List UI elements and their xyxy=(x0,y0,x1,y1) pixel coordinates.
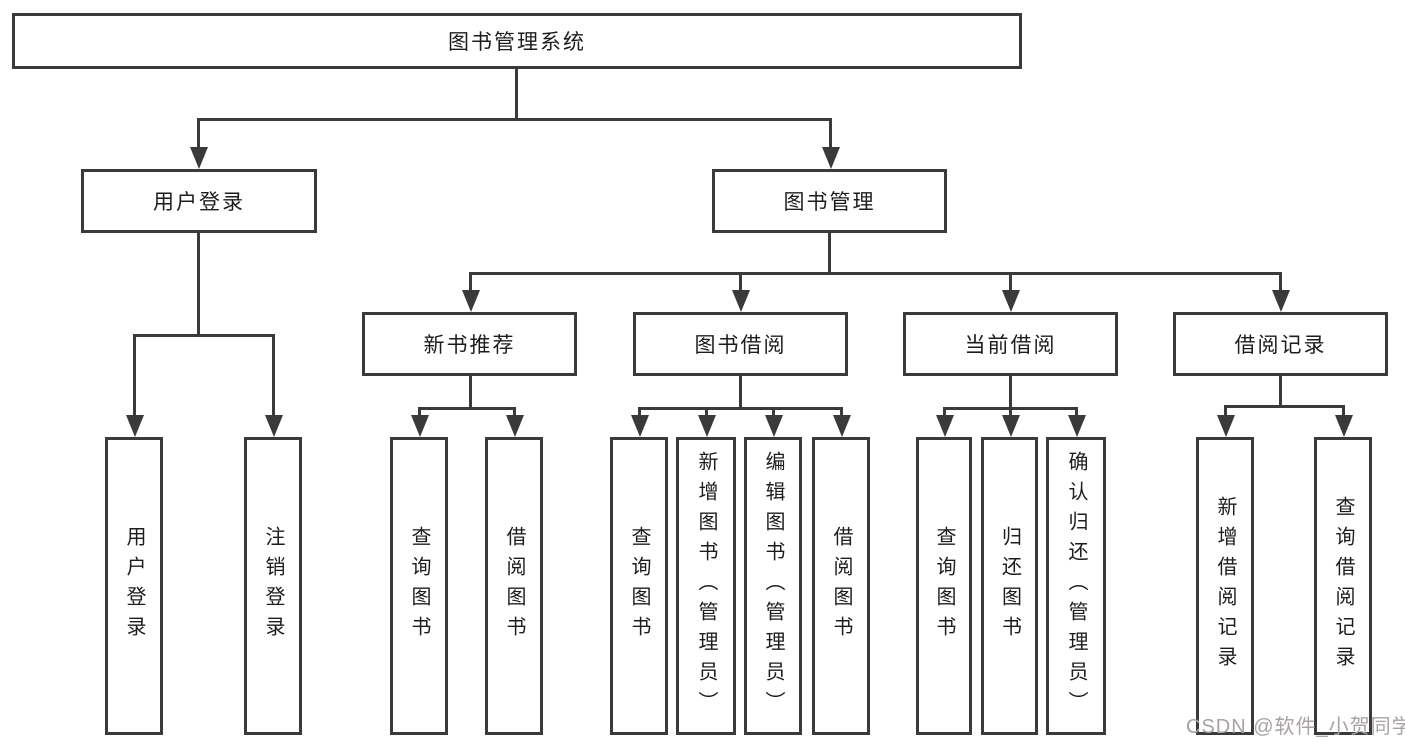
connector-line xyxy=(513,407,516,418)
node-query-books-borrowing: 查询图书 xyxy=(610,437,668,735)
arrow-down-icon xyxy=(1002,290,1020,312)
node-new-book-recommend: 新书推荐 xyxy=(362,312,577,376)
arrow-down-icon xyxy=(833,415,851,437)
node-label: 查询图书 xyxy=(408,526,430,646)
arrow-down-icon xyxy=(1272,290,1290,312)
connector-line xyxy=(469,272,472,293)
node-label: 图书借阅 xyxy=(694,334,787,357)
node-query-books-recommend: 查询图书 xyxy=(390,437,448,735)
connector-line xyxy=(705,407,708,418)
connector-line xyxy=(469,376,472,409)
node-label: 图书管理 xyxy=(783,191,876,214)
arrow-down-icon xyxy=(631,415,649,437)
arrow-down-icon xyxy=(765,415,783,437)
connector-line xyxy=(469,272,1282,275)
arrow-down-icon xyxy=(732,290,750,312)
connector-line xyxy=(515,69,518,120)
connector-line xyxy=(1224,405,1345,408)
node-label: 当前借阅 xyxy=(964,334,1057,357)
node-label: 借阅记录 xyxy=(1234,334,1327,357)
connector-line xyxy=(1009,272,1012,293)
node-root: 图书管理系统 xyxy=(12,13,1022,69)
node-label: 用户登录 xyxy=(153,191,245,214)
node-label: 注销登录 xyxy=(262,526,284,646)
connector-line xyxy=(739,272,742,293)
node-borrow-books-recommend: 借阅图书 xyxy=(485,437,543,735)
node-label: 借阅图书 xyxy=(830,526,852,646)
arrow-down-icon xyxy=(506,415,524,437)
node-label: 借阅图书 xyxy=(503,526,525,646)
node-user-login-action: 用户登录 xyxy=(105,437,163,735)
arrow-down-icon xyxy=(822,147,840,169)
connector-line xyxy=(638,407,641,418)
connector-line xyxy=(1009,407,1012,418)
connector-line xyxy=(1224,405,1227,416)
node-current-borrowing: 当前借阅 xyxy=(903,312,1118,376)
connector-line xyxy=(1075,407,1078,418)
connector-line xyxy=(828,233,831,275)
connector-line xyxy=(1279,272,1282,293)
connector-line xyxy=(638,407,843,410)
node-label: 新书推荐 xyxy=(423,334,516,357)
node-user-login: 用户登录 xyxy=(81,169,317,233)
connector-line xyxy=(133,334,275,337)
node-edit-books-admin: 编辑图书（管理员） xyxy=(744,437,802,735)
connector-line xyxy=(197,118,200,151)
node-label: 确认归还（管理员） xyxy=(1065,451,1087,721)
node-label: 编辑图书（管理员） xyxy=(762,451,784,721)
connector-line xyxy=(197,118,832,121)
connector-line xyxy=(840,407,843,418)
arrow-down-icon xyxy=(126,415,144,437)
connector-line xyxy=(133,334,136,418)
node-book-management: 图书管理 xyxy=(712,169,947,233)
node-label: 查询图书 xyxy=(628,526,650,646)
arrow-down-icon xyxy=(1068,415,1086,437)
node-book-borrowing: 图书借阅 xyxy=(633,312,848,376)
node-borrow-books-borrowing: 借阅图书 xyxy=(812,437,870,735)
node-add-books-admin: 新增图书（管理员） xyxy=(676,437,736,735)
arrow-down-icon xyxy=(1002,415,1020,437)
node-return-books: 归还图书 xyxy=(981,437,1038,735)
connector-line xyxy=(1279,376,1282,407)
arrow-down-icon xyxy=(265,415,283,437)
node-label: 查询借阅记录 xyxy=(1332,496,1354,676)
connector-line xyxy=(1009,376,1012,409)
node-label: 新增借阅记录 xyxy=(1214,496,1236,676)
connector-line xyxy=(418,407,421,418)
node-add-borrow-record: 新增借阅记录 xyxy=(1196,437,1254,735)
node-confirm-return-admin: 确认归还（管理员） xyxy=(1046,437,1106,735)
node-query-books-current: 查询图书 xyxy=(916,437,972,735)
connector-line xyxy=(943,407,946,418)
node-borrowing-records: 借阅记录 xyxy=(1173,312,1388,376)
connector-line xyxy=(829,118,832,151)
connector-line xyxy=(1342,405,1345,416)
node-label: 查询图书 xyxy=(933,526,955,646)
arrow-down-icon xyxy=(190,147,208,169)
csdn-watermark: CSDN @软件_小贺同学 xyxy=(1186,716,1405,738)
node-label: 归还图书 xyxy=(998,526,1021,646)
connector-line xyxy=(272,334,275,418)
node-query-borrow-record: 查询借阅记录 xyxy=(1314,437,1372,735)
node-label: 用户登录 xyxy=(123,526,145,646)
connector-line xyxy=(772,407,775,418)
node-logout-action: 注销登录 xyxy=(244,437,302,735)
arrow-down-icon xyxy=(936,415,954,437)
connector-line xyxy=(197,233,200,337)
connector-line xyxy=(418,407,516,410)
arrow-down-icon xyxy=(1335,415,1353,437)
arrow-down-icon xyxy=(1217,415,1235,437)
arrow-down-icon xyxy=(411,415,429,437)
arrow-down-icon xyxy=(698,415,716,437)
node-label: 图书管理系统 xyxy=(448,31,586,54)
node-label: 新增图书（管理员） xyxy=(695,451,717,721)
arrow-down-icon xyxy=(462,290,480,312)
connector-line xyxy=(739,376,742,409)
